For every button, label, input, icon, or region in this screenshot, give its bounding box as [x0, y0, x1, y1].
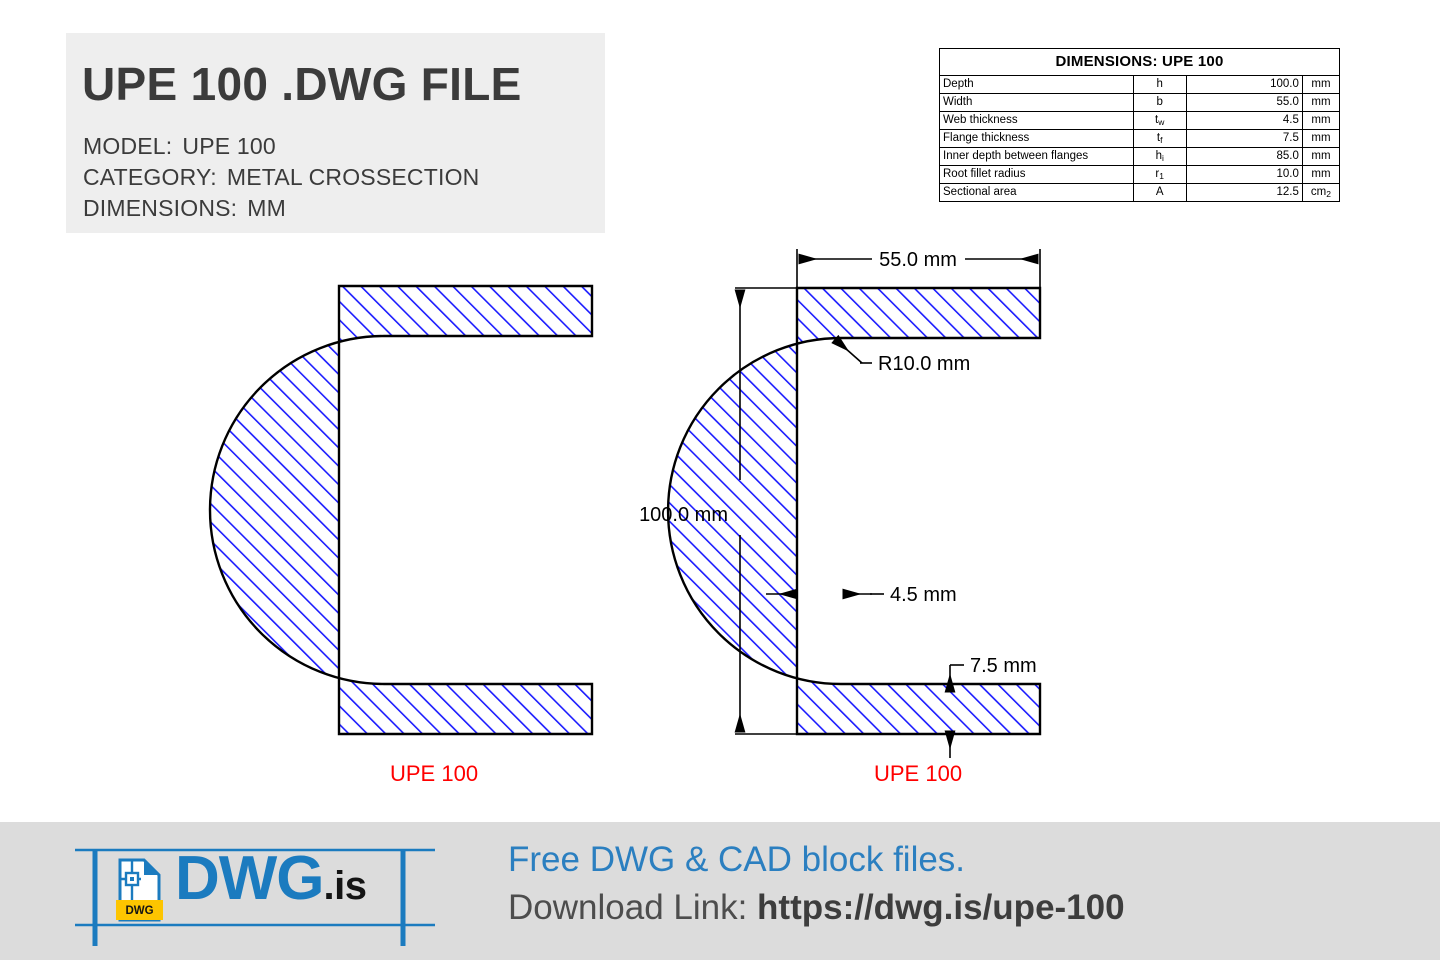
logo-wordmark: DWG.is	[175, 848, 367, 917]
dimension-width: 55.0 mm	[796, 249, 1041, 290]
row-unit-main: mm	[1311, 96, 1331, 108]
row-value: 100.0	[1185, 75, 1303, 94]
meta-model: MODEL: UPE 100	[83, 133, 276, 160]
footer-tagline: Free DWG & CAD block files.	[508, 840, 966, 879]
title-block: UPE 100 .DWG FILE MODEL: UPE 100 CATEGORY…	[66, 33, 605, 233]
logo-crosshair-and-file-icon: DWG	[75, 848, 435, 946]
row-unit-subscript: 2	[1326, 189, 1331, 199]
logo-name: DWG	[175, 844, 325, 913]
dimension-flange-thickness: 7.5 mm	[944, 655, 1037, 758]
row-unit-main: mm	[1311, 78, 1331, 90]
dwg-file-icon: DWG	[116, 858, 163, 922]
logo-tld: .is	[323, 864, 367, 908]
right-part-caption: UPE 100	[874, 761, 963, 786]
meta-dimensions: DIMENSIONS: MM	[83, 195, 286, 222]
dwg-badge-label: DWG	[125, 905, 153, 917]
table-header-row: DIMENSIONS: UPE 100	[939, 48, 1340, 76]
row-symbol-main: r	[1155, 168, 1160, 180]
meta-category-key: CATEGORY:	[83, 164, 217, 190]
dimension-depth: 100.0 mm	[639, 287, 800, 735]
row-unit: cm2	[1301, 183, 1341, 202]
row-unit: mm	[1301, 147, 1341, 166]
row-symbol-subscript: 1	[1159, 171, 1164, 181]
cad-drawing: 55.0 mm 100.0 mm R10.0 mm 4.5 mm	[208, 249, 1042, 758]
meta-model-value: UPE 100	[182, 133, 276, 159]
row-unit-main: mm	[1311, 150, 1331, 162]
row-unit-main: mm	[1311, 168, 1331, 180]
row-symbol-main: t	[1155, 114, 1159, 126]
left-part-caption: UPE 100	[390, 761, 479, 786]
right-section-profile	[666, 286, 1042, 736]
download-label: Download Link:	[508, 888, 748, 927]
dimension-width-label: 55.0 mm	[879, 249, 957, 271]
row-unit-main: mm	[1311, 114, 1331, 126]
row-unit: mm	[1301, 111, 1341, 130]
dwg-logo[interactable]: DWG DWG.is	[60, 822, 460, 960]
row-label: Inner depth between flanges	[939, 147, 1134, 166]
row-label: Sectional area	[939, 183, 1134, 202]
meta-model-key: MODEL:	[83, 133, 173, 159]
row-symbol-main: t	[1156, 132, 1161, 144]
dimension-flange-label: 7.5 mm	[970, 655, 1037, 677]
meta-category-value: METAL CROSSECTION	[226, 164, 480, 190]
meta-dimensions-key: DIMENSIONS:	[83, 195, 238, 221]
row-symbol-main: b	[1156, 96, 1163, 108]
row-symbol-main: A	[1155, 186, 1164, 198]
row-symbol-main: h	[1155, 150, 1162, 162]
meta-dimensions-value: MM	[247, 195, 286, 221]
footer-bar: DWG DWG.is Free DWG & CAD block files. D…	[0, 822, 1440, 960]
row-label: Web thickness	[939, 111, 1134, 130]
page-title: UPE 100 .DWG FILE	[82, 58, 522, 110]
row-symbol-subscript: w	[1158, 117, 1165, 127]
left-section-profile	[208, 284, 594, 736]
dimension-radius-label: R10.0 mm	[878, 353, 970, 375]
row-unit-main: cm	[1310, 186, 1327, 198]
crosshair-guides	[75, 848, 435, 946]
dimension-web-label: 4.5 mm	[890, 584, 957, 606]
drawing-area: 55.0 mm 100.0 mm R10.0 mm 4.5 mm	[208, 249, 1042, 786]
row-unit-main: mm	[1311, 132, 1331, 144]
row-symbol-main: h	[1156, 78, 1163, 90]
download-url[interactable]: https://dwg.is/upe-100	[757, 888, 1125, 927]
footer-download-line: Download Link: https://dwg.is/upe-100	[508, 888, 1125, 928]
dimensions-table-title: DIMENSIONS: UPE 100	[939, 48, 1340, 76]
row-symbol-subscript: i	[1161, 153, 1164, 163]
row-value: 12.5	[1185, 183, 1303, 202]
row-symbol-subscript: f	[1160, 135, 1163, 145]
dimension-depth-label: 100.0 mm	[639, 504, 728, 526]
dimension-web-thickness: 4.5 mm	[766, 584, 957, 606]
dimension-radius: R10.0 mm	[831, 334, 970, 375]
meta-category: CATEGORY: METAL CROSSECTION	[83, 164, 479, 191]
